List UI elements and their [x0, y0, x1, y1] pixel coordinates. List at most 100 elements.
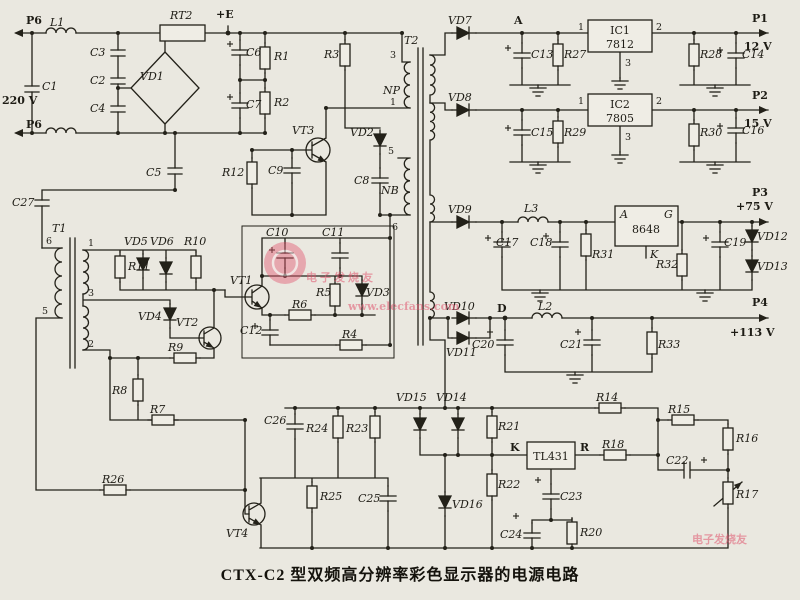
r2-symbol — [259, 87, 271, 119]
hybrid-module-outline — [241, 225, 395, 359]
ground-icon — [706, 161, 724, 174]
label-220v: 220 V — [2, 94, 38, 107]
labels: P6 P6 220 V L1 C1 C3 C2 C4 VD1 RT2 +E C6… — [2, 8, 788, 541]
label-p4: P4 — [752, 296, 768, 309]
label-r25: R25 — [319, 490, 342, 503]
r31-symbol — [580, 229, 592, 261]
label-vd10: VD10 — [444, 300, 475, 313]
r27-symbol — [552, 39, 564, 71]
c21-symbol — [583, 329, 601, 356]
r30-symbol — [688, 119, 700, 151]
label-ic2-pin2: 2 — [656, 96, 662, 107]
c11-symbol — [331, 242, 349, 269]
label-c10: C10 — [266, 226, 288, 239]
label-vd16: VD16 — [452, 498, 483, 511]
label-8648-a: A — [619, 208, 628, 221]
vt3-emitter-arrow — [317, 155, 326, 162]
label-l1: L1 — [49, 16, 64, 29]
label-rt2: RT2 — [169, 9, 192, 22]
label-c1: C1 — [42, 80, 57, 93]
label-r3: R3 — [323, 48, 339, 61]
r16-symbol — [722, 423, 734, 455]
label-vt4: VT4 — [226, 527, 248, 540]
label-p6-bottom: P6 — [26, 118, 42, 131]
label-8648-k: K — [649, 248, 659, 261]
label-c20: C20 — [472, 338, 494, 351]
p2-arrow-icon — [759, 106, 768, 114]
label-ic2-part: 7805 — [606, 112, 634, 125]
r22-symbol — [486, 469, 498, 501]
label-t2-pin5: 5 — [388, 146, 394, 157]
p3-arrow-icon — [759, 218, 768, 226]
label-ic1-pin3: 3 — [625, 58, 631, 69]
regulator-8648-box — [614, 205, 679, 247]
label-t2: T2 — [404, 34, 418, 47]
label-t1-pin2: 2 — [88, 339, 94, 350]
r6-symbol — [284, 309, 316, 321]
label-r22: R22 — [497, 478, 520, 491]
vt3-transistor-symbol — [305, 137, 331, 163]
p6-top-arrow-icon — [14, 29, 23, 37]
r10-symbol — [190, 251, 202, 283]
c18-symbol — [551, 231, 569, 258]
label-l2: L2 — [537, 300, 552, 313]
vd4-symbol — [163, 303, 177, 329]
ground-icon — [706, 84, 724, 97]
label-c2: C2 — [90, 74, 105, 87]
label-r31: R31 — [591, 248, 614, 261]
watermark-logo — [264, 242, 306, 284]
label-c4: C4 — [90, 102, 105, 115]
r18-symbol — [599, 449, 631, 461]
r4-symbol — [335, 339, 367, 351]
label-r23: R23 — [345, 422, 368, 435]
label-vd2: VD2 — [350, 126, 374, 139]
junction-dots — [30, 30, 754, 550]
p6-bottom-arrow-icon — [14, 129, 23, 137]
r8-symbol — [132, 374, 144, 406]
label-p2-voltage: 15 V — [744, 117, 772, 130]
label-c16: C16 — [742, 124, 764, 137]
label-r30: R30 — [699, 126, 722, 139]
label-vd6: VD6 — [150, 235, 174, 248]
label-node-a: A — [513, 14, 523, 27]
label-r17: R17 — [735, 488, 758, 501]
label-c8: C8 — [354, 174, 369, 187]
c20-symbol — [496, 329, 514, 356]
label-c23: C23 — [560, 490, 582, 503]
caption: CTX-C2 型双频高分辨率彩色显示器的电源电路 — [221, 565, 580, 584]
label-c25: C25 — [358, 492, 380, 505]
label-p1: P1 — [752, 12, 768, 25]
c15-symbol — [513, 119, 531, 146]
label-tl431: TL431 — [533, 450, 569, 463]
label-c5: C5 — [146, 166, 161, 179]
c9-symbol — [283, 157, 301, 184]
r3-symbol — [339, 39, 351, 71]
vd9-symbol — [451, 215, 477, 229]
label-vt2: VT2 — [176, 316, 198, 329]
label-vd13: VD13 — [757, 260, 788, 273]
ic1-7812-box — [587, 19, 653, 53]
label-vd7: VD7 — [448, 14, 472, 27]
c26-symbol — [286, 413, 304, 440]
ic2-7805-box — [587, 93, 653, 127]
component-symbols — [14, 19, 768, 549]
label-t1-pin5: 5 — [42, 306, 48, 317]
watermark-logo-ring — [271, 249, 299, 277]
label-p6-top: P6 — [26, 14, 42, 27]
label-ic2-name: IC2 — [610, 98, 630, 111]
r24-symbol — [332, 411, 344, 443]
label-r21: R21 — [497, 420, 520, 433]
label-vd4: VD4 — [138, 310, 162, 323]
label-l3: L3 — [523, 202, 538, 215]
label-8648: 8648 — [632, 223, 660, 236]
label-r14: R14 — [595, 391, 618, 404]
label-r10: R10 — [183, 235, 206, 248]
r9-symbol — [169, 352, 201, 364]
label-r27: R27 — [563, 48, 586, 61]
label-c13: C13 — [531, 48, 553, 61]
label-vt3: VT3 — [292, 124, 314, 137]
label-r5: R5 — [315, 286, 331, 299]
label-vd9: VD9 — [448, 203, 472, 216]
label-r4: R4 — [341, 328, 357, 341]
